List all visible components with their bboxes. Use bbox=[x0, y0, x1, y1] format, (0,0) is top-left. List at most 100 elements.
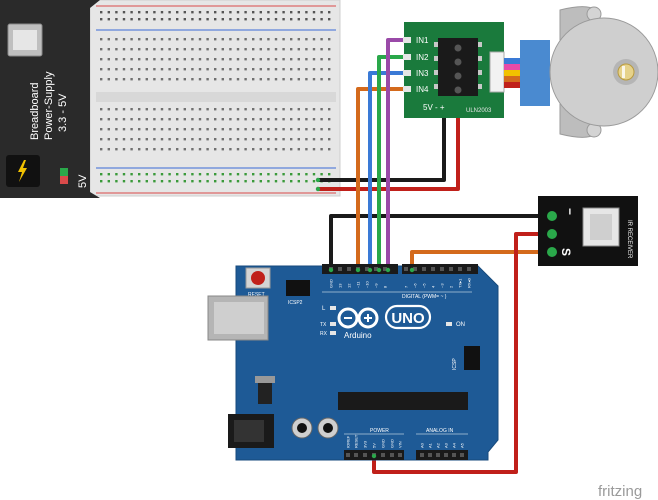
driver-in4-label: IN4 bbox=[416, 85, 429, 94]
ir-pin-minus-label: − bbox=[563, 208, 577, 215]
microcontroller-chip bbox=[338, 392, 468, 410]
header-pin bbox=[390, 453, 394, 457]
stepper-motor bbox=[520, 6, 658, 138]
fritzing-watermark: fritzing bbox=[598, 483, 642, 500]
wire-in3-blue bbox=[368, 71, 410, 272]
reset-label: RESET bbox=[248, 292, 265, 298]
wire-5v-red bbox=[316, 108, 460, 191]
header-pin bbox=[346, 453, 350, 457]
header-pin bbox=[422, 267, 426, 271]
header-pin-label: ~6 bbox=[413, 283, 418, 288]
header-pin bbox=[449, 267, 453, 271]
header-pin bbox=[381, 453, 385, 457]
header-pin bbox=[398, 453, 402, 457]
icsp2-label: ICSP2 bbox=[288, 300, 303, 306]
power-supply-title-line3: 3.3 - 5V bbox=[57, 93, 69, 132]
digital-label: DIGITAL (PWM= ~ ) bbox=[402, 294, 447, 300]
driver-in2-label: IN2 bbox=[416, 53, 429, 62]
header-pin-label: A4 bbox=[452, 442, 457, 448]
header-pin-label: 8 bbox=[383, 285, 388, 288]
header-pin-label: 7 bbox=[404, 285, 409, 288]
breadboard bbox=[89, 0, 341, 197]
header-pin-label: ~11 bbox=[356, 281, 361, 288]
header-pin-label: A0 bbox=[420, 442, 425, 448]
driver-in1-label: IN1 bbox=[416, 36, 429, 45]
header-pin-label: ~9 bbox=[374, 283, 379, 288]
header-pin-label: 4 bbox=[431, 285, 436, 288]
header-pin bbox=[404, 267, 408, 271]
header-pin-label: GND bbox=[329, 279, 334, 288]
breadboard-power-supply: Breadboard Power-Supply 3.3 - 5V 5V bbox=[0, 0, 100, 198]
header-pin bbox=[413, 267, 417, 271]
header-pin-label: GND bbox=[381, 439, 386, 448]
header-pin bbox=[440, 267, 444, 271]
power-supply-voltage-label: 5V bbox=[77, 174, 89, 188]
icsp-label: ICSP bbox=[452, 358, 458, 370]
breadboard-holes bbox=[100, 11, 331, 183]
header-pin bbox=[420, 453, 424, 457]
header-pin bbox=[428, 453, 432, 457]
power-switch-icon bbox=[18, 160, 27, 182]
header-pin bbox=[452, 453, 456, 457]
header-pin bbox=[374, 267, 378, 271]
header-pin-label: IOREF bbox=[346, 435, 351, 448]
wire-endpoints bbox=[315, 177, 415, 459]
wire-ir-5v-red bbox=[372, 232, 553, 474]
wire-in4-orange bbox=[356, 87, 410, 272]
analog-label: ANALOG IN bbox=[426, 428, 454, 434]
header-pin bbox=[347, 267, 351, 271]
header-pin bbox=[444, 453, 448, 457]
header-pin bbox=[363, 453, 367, 457]
power-supply-title-line2: Power-Supply bbox=[43, 71, 55, 140]
header-pin-label: 5V bbox=[372, 443, 377, 448]
uno-logo-text: UNO bbox=[391, 310, 425, 327]
header-pin-label: RESET bbox=[354, 434, 359, 448]
wire-in1-purple bbox=[386, 38, 410, 272]
wires bbox=[316, 38, 553, 474]
arduino-logo: UNO Arduino bbox=[337, 304, 432, 340]
header-pin-label: ~10 bbox=[365, 280, 370, 288]
wire-ir-gnd-black bbox=[329, 214, 553, 272]
header-pin bbox=[354, 453, 358, 457]
led-on-label: ON bbox=[456, 322, 465, 328]
ir-pin-s-label: S bbox=[559, 248, 573, 256]
driver-power-label: 5V - + bbox=[423, 103, 445, 112]
header-pin-label: 12 bbox=[347, 283, 352, 288]
header-pin-label: A2 bbox=[436, 442, 441, 448]
driver-in3-label: IN3 bbox=[416, 69, 429, 78]
arduino-brand-text: Arduino bbox=[344, 331, 372, 340]
header-pin-label: TX▸1 bbox=[458, 278, 463, 288]
power-label: POWER bbox=[370, 428, 389, 434]
header-pin-label: ~3 bbox=[440, 283, 445, 288]
header-pin bbox=[338, 267, 342, 271]
uln2003-driver: IN1 IN2 IN3 IN4 5V - + ULN2003 bbox=[403, 22, 505, 118]
header-pin bbox=[458, 267, 462, 271]
power-supply-title: Breadboard Power-Supply 3.3 - 5V bbox=[29, 68, 69, 140]
driver-chip-label: ULN2003 bbox=[466, 108, 492, 114]
header-pin bbox=[431, 267, 435, 271]
header-pin bbox=[467, 267, 471, 271]
header-pin-label: VIN bbox=[398, 441, 403, 448]
header-pin-label: A5 bbox=[460, 442, 465, 448]
header-pin-label: RX◂0 bbox=[467, 277, 472, 288]
header-pin bbox=[383, 267, 387, 271]
header-pin-label: 3V3 bbox=[363, 440, 368, 448]
led-tx-label: TX bbox=[320, 322, 327, 328]
ir-receiver-label: IR RECEIVER bbox=[626, 220, 632, 259]
header-pin bbox=[460, 453, 464, 457]
header-pin-label: 2 bbox=[449, 285, 454, 288]
power-supply-title-line1: Breadboard bbox=[29, 83, 41, 141]
header-pin-label: A1 bbox=[428, 442, 433, 448]
header-pin-label: A3 bbox=[444, 442, 449, 448]
wire-in2-green bbox=[377, 55, 410, 272]
header-pin-label: 13 bbox=[338, 283, 343, 288]
header-pin bbox=[365, 267, 369, 271]
led-rx-label: RX bbox=[320, 331, 328, 337]
ir-receiver-module: − S IR RECEIVER bbox=[538, 196, 638, 266]
header-pin bbox=[436, 453, 440, 457]
header-pin-label: GND bbox=[390, 439, 395, 448]
